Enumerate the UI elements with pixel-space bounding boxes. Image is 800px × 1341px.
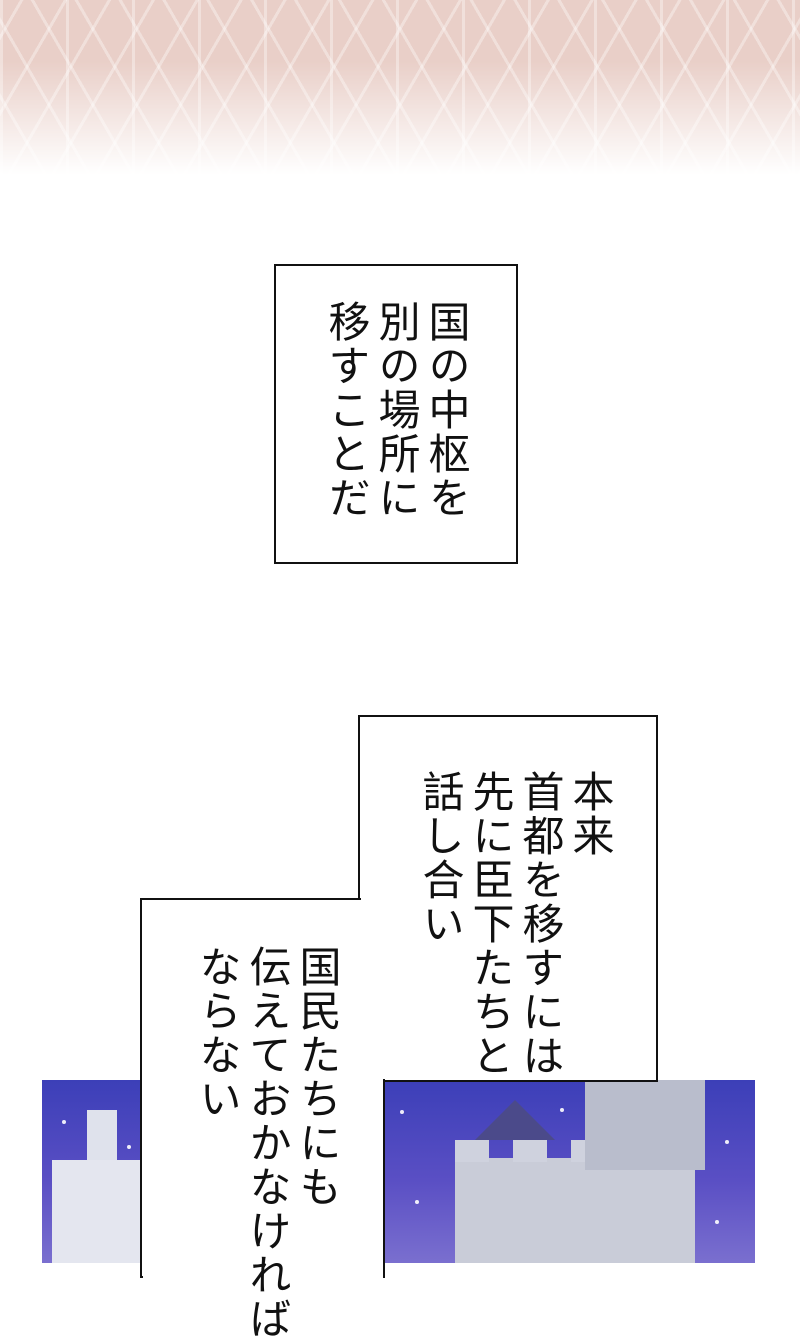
caption-col: 本来 — [566, 770, 615, 858]
caption-box-merge-2 — [361, 718, 655, 1079]
caption-col: 国の中枢を — [422, 300, 471, 520]
caption-col: 伝えておかなければ — [243, 945, 292, 1341]
castle-illustration-right — [385, 1080, 755, 1263]
caption-col: 先に臣下たちと — [466, 770, 515, 1078]
caption-col: 国民たちにも — [293, 945, 342, 1209]
castle-illustration-left — [42, 1080, 152, 1263]
castle-tower — [455, 1158, 695, 1263]
caption-col: ならない — [193, 945, 242, 1121]
castle-roof — [475, 1100, 555, 1140]
caption-col: 話し合い — [416, 770, 465, 946]
caption-box-merge — [143, 901, 383, 1281]
caption-col: 首都を移すには — [516, 770, 565, 1078]
caption-col: 別の場所に — [372, 300, 421, 520]
top-decorative-pattern — [0, 0, 800, 175]
caption-box-top — [274, 264, 518, 564]
caption-col: 移すことだ — [322, 300, 371, 520]
